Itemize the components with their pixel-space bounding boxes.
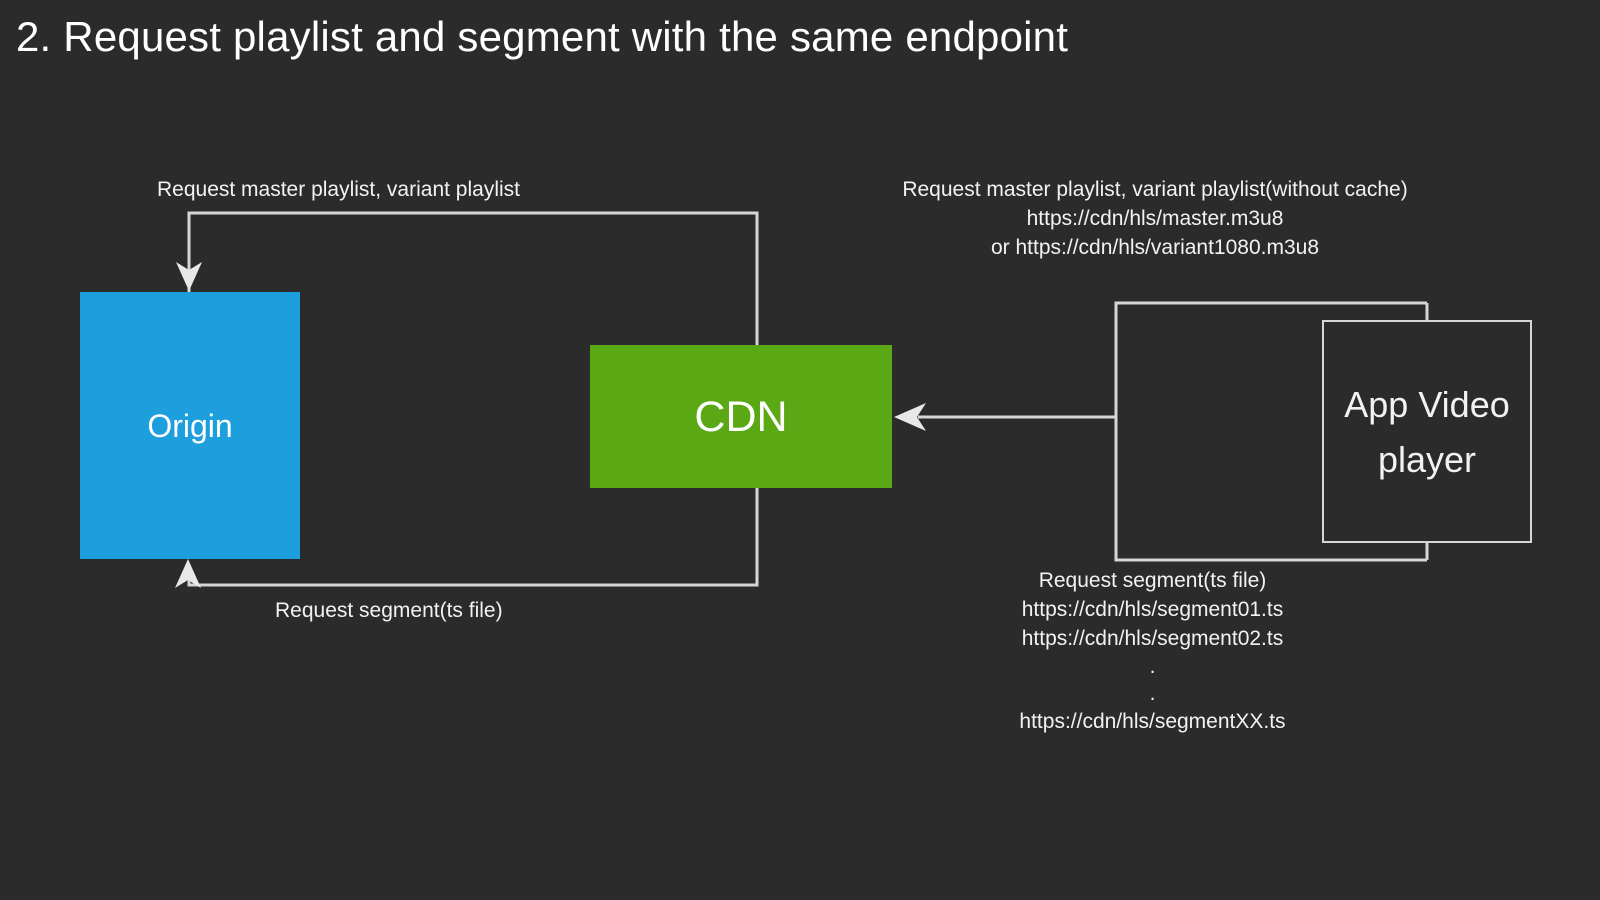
- annotation-request-segment-right: Request segment(ts file) https://cdn/hls…: [960, 566, 1345, 736]
- annotation-right-top-line-3: or https://cdn/hls/variant1080.m3u8: [990, 236, 1320, 259]
- origin-node-label: Origin: [147, 407, 233, 444]
- annotation-right-bottom-line-3: https://cdn/hls/segment02.ts: [1021, 627, 1284, 650]
- annotation-right-top-line-1: Request master playlist, variant playlis…: [902, 178, 1408, 201]
- annotation-right-bottom-line-4: https://cdn/hls/segmentXX.ts: [1019, 710, 1286, 733]
- app-video-player-node-label: App Video player: [1324, 377, 1530, 487]
- annotation-request-segment-left: Request segment(ts file): [275, 599, 503, 622]
- annotation-right-bottom-ellipsis-dot-1: .: [1149, 655, 1156, 678]
- annotation-request-playlist-left: Request master playlist, variant playlis…: [157, 178, 520, 201]
- annotation-right-bottom-line-1: Request segment(ts file): [1038, 569, 1267, 592]
- origin-node[interactable]: Origin: [80, 292, 300, 559]
- player-label-line-1: App: [1344, 383, 1409, 425]
- cdn-node[interactable]: CDN: [590, 345, 892, 488]
- arrowhead-down-origin: [176, 262, 202, 291]
- cdn-node-label: CDN: [694, 392, 788, 441]
- player-label-line-3: player: [1377, 438, 1477, 480]
- annotation-right-top-line-2: https://cdn/hls/master.m3u8: [1026, 207, 1284, 230]
- annotation-request-playlist-right: Request master playlist, variant playlis…: [870, 175, 1440, 262]
- annotation-right-bottom-line-2: https://cdn/hls/segment01.ts: [1021, 598, 1284, 621]
- annotation-right-bottom-ellipsis-dot-2: .: [1149, 682, 1156, 705]
- arrowhead-left-cdn: [894, 403, 926, 431]
- player-label-line-2: Video: [1418, 383, 1510, 425]
- app-video-player-node[interactable]: App Video player: [1322, 320, 1532, 543]
- arrowhead-up-origin: [175, 559, 201, 588]
- page-title: 2. Request playlist and segment with the…: [16, 13, 1069, 60]
